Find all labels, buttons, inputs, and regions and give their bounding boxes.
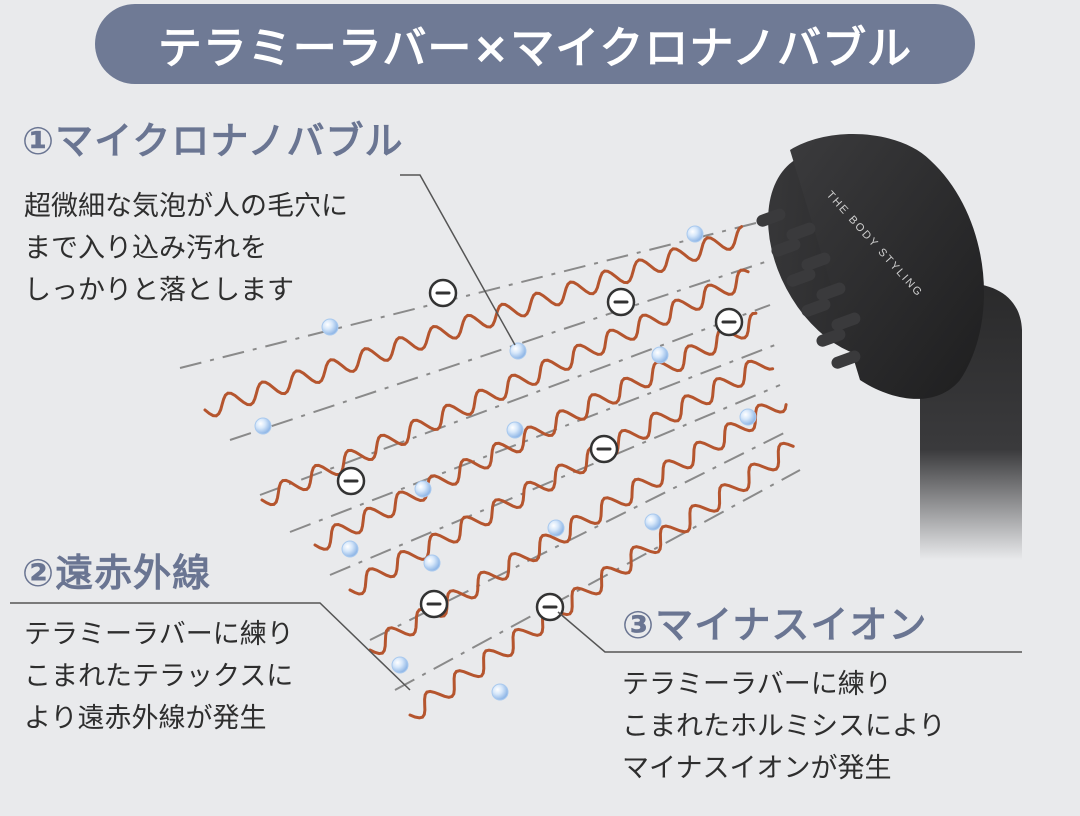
infrared-wave	[260, 268, 750, 507]
nozzle	[831, 312, 861, 331]
spray-dash-line	[394, 469, 801, 691]
infrared-wave	[408, 441, 795, 720]
infrared-wave	[368, 403, 788, 656]
negative-ions	[336, 278, 744, 622]
heading-negative-ion: ③マイナスイオン	[622, 603, 928, 647]
desc-line: こまれたホルミシスにより	[622, 711, 946, 742]
infrared-wave	[348, 359, 775, 596]
bubble	[686, 225, 704, 243]
spray-dash-line	[329, 384, 781, 576]
page-title: テラミーラバー×マイクロナノバブル	[157, 23, 913, 74]
bubble	[739, 408, 757, 426]
spray-dash-line	[259, 304, 771, 496]
desc-line: しっかりと落とします	[24, 275, 294, 306]
desc-line: テラミーラバーに練り	[24, 619, 294, 650]
nozzle	[771, 238, 801, 257]
nozzle	[831, 350, 861, 369]
spray-dashes	[179, 221, 801, 691]
desc-line: まで入り込み汚れを	[24, 233, 267, 264]
spray-dash-line	[289, 344, 776, 533]
desc-micro-nano-bubble: 超微細な気泡が人の毛穴に まで入り込み汚れを しっかりと落とします	[24, 186, 348, 312]
nozzle	[801, 252, 831, 271]
bubble	[341, 540, 359, 558]
heading-far-infrared: ②遠赤外線	[22, 551, 212, 595]
bubble	[491, 683, 509, 701]
desc-negative-ion: テラミーラバーに練り こまれたホルミシスにより マイナスイオンが発生	[622, 664, 945, 790]
bubble	[254, 417, 272, 435]
bubble	[509, 342, 527, 360]
bubble	[644, 513, 662, 531]
infrared-wave	[313, 311, 758, 551]
bubble	[506, 421, 524, 439]
leader-line-infrared	[10, 602, 411, 691]
nozzle	[801, 298, 831, 317]
nozzle	[786, 268, 816, 287]
nozzle	[816, 282, 846, 301]
title-banner: テラミーラバー×マイクロナノバブル	[95, 4, 975, 84]
showerhead-nozzles	[756, 208, 861, 369]
bubble	[547, 519, 565, 537]
nozzle	[816, 328, 846, 347]
bubble	[391, 656, 409, 674]
bubble	[423, 554, 441, 572]
bubble	[414, 480, 432, 498]
desc-far-infrared: テラミーラバーに練り こまれたテラックスに より遠赤外線が発生	[24, 614, 294, 740]
desc-line: 超微細な気泡が人の毛穴に	[24, 191, 348, 222]
spray-dash-line	[179, 221, 761, 369]
desc-line: テラミーラバーに練り	[622, 669, 892, 700]
leader-line-microbubble	[400, 174, 516, 346]
spray-dash-line	[229, 261, 766, 441]
desc-line: より遠赤外線が発生	[24, 703, 267, 734]
micro-nano-bubbles	[254, 225, 757, 701]
leader-line-ion	[557, 611, 1022, 653]
desc-line: こまれたテラックスに	[24, 661, 294, 692]
bubble	[321, 318, 339, 336]
nozzle	[786, 222, 816, 241]
nozzle	[756, 208, 786, 227]
far-infrared-waves	[203, 225, 795, 720]
heading-micro-nano-bubble: ①マイクロナノバブル	[22, 119, 404, 163]
desc-line: マイナスイオンが発生	[622, 753, 892, 784]
showerhead-body	[790, 133, 984, 399]
showerhead: THE BODY STYLING	[756, 133, 1022, 560]
bubble	[651, 346, 669, 364]
infrared-wave	[203, 225, 744, 418]
